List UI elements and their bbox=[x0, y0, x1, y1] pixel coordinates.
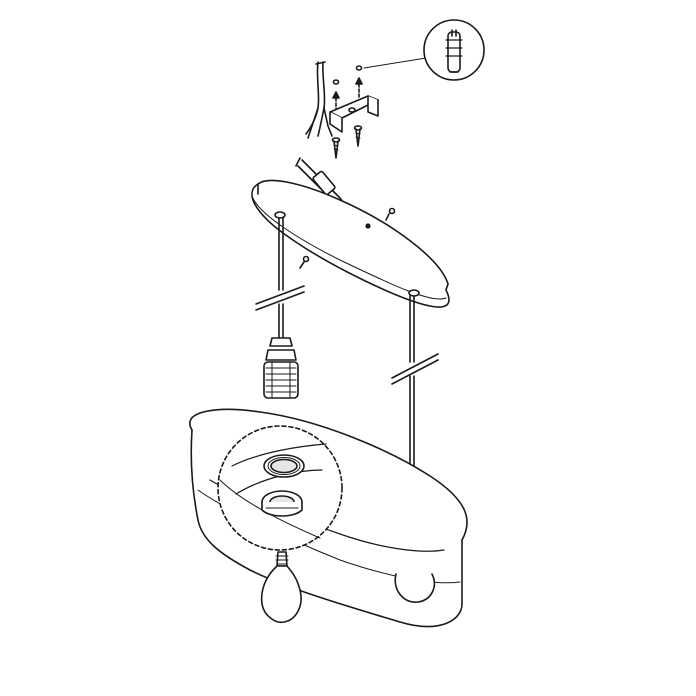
screw-left bbox=[331, 137, 341, 159]
wall-plug-right bbox=[355, 57, 427, 99]
socket-ring-top bbox=[263, 454, 305, 478]
supply-wires bbox=[305, 61, 333, 139]
light-bulb-right bbox=[394, 573, 436, 603]
light-bulb bbox=[260, 551, 302, 624]
socket-detail bbox=[217, 425, 343, 551]
socket-ring-bottom bbox=[261, 490, 303, 517]
canopy-screw-right bbox=[385, 207, 396, 221]
suspension-rod-left bbox=[255, 217, 305, 339]
mounting-bracket bbox=[329, 95, 379, 133]
detail-magnifier bbox=[423, 19, 485, 81]
lamp-socket bbox=[263, 337, 299, 399]
ceiling-canopy bbox=[251, 179, 450, 308]
canopy-screw-left bbox=[299, 255, 310, 269]
wall-plug-left bbox=[332, 79, 340, 113]
suspension-rod-right bbox=[391, 295, 439, 485]
screw-right bbox=[353, 125, 363, 147]
